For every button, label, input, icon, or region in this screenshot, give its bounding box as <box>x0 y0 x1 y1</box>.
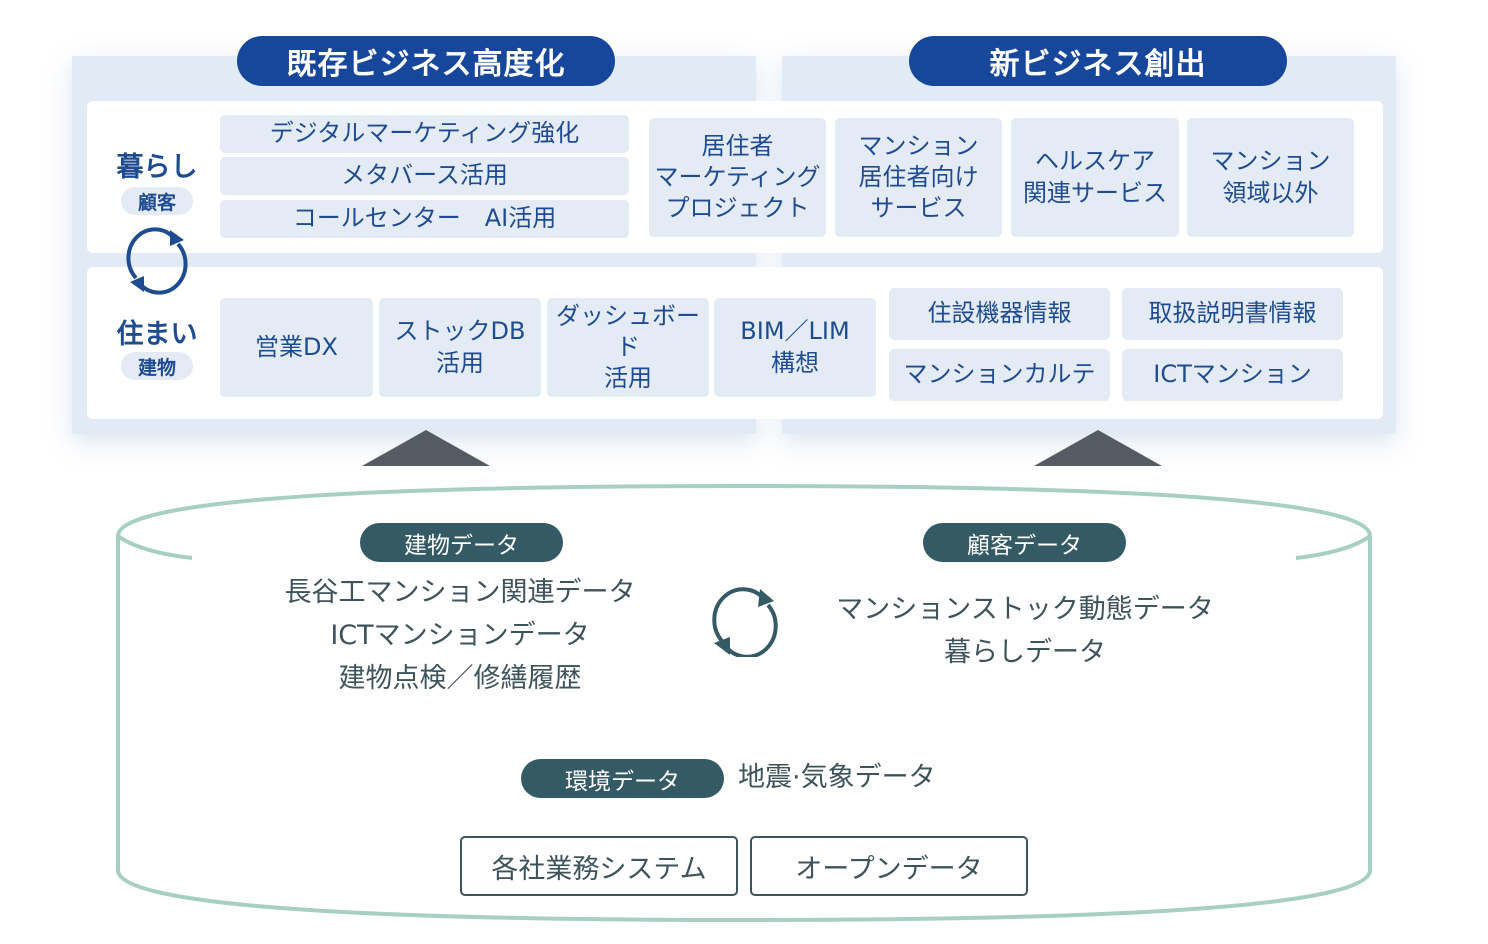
data-line: 暮らしデータ <box>944 637 1106 668</box>
source-open-data: オープンデータ <box>750 836 1028 896</box>
existing-business-title: 既存ビジネス高度化 <box>237 36 615 86</box>
living-cell: メタバース活用 <box>220 157 629 195</box>
housing-cell: ストックDB 活用 <box>379 298 541 397</box>
living-new-cell: 居住者 マーケティング プロジェクト <box>649 118 826 237</box>
up-arrow-left <box>362 430 490 466</box>
data-line: マンションストック動態データ <box>836 594 1214 625</box>
housing-new-cell: マンションカルテ <box>889 349 1110 401</box>
environment-data-tag: 環境データ <box>521 759 724 798</box>
living-cell: デジタルマーケティング強化 <box>220 115 629 153</box>
data-line: ICTマンションデータ <box>330 620 590 651</box>
living-label: 暮らし <box>116 152 198 183</box>
housing-label: 住まい <box>116 319 198 350</box>
building-data-list: 長谷工マンション関連データ ICTマンションデータ 建物点検／修繕履歴 <box>230 571 690 700</box>
customer-data-list: マンションストック動態データ 暮らしデータ <box>790 588 1260 674</box>
data-line: 建物点検／修繕履歴 <box>338 663 582 694</box>
customer-badge: 顧客 <box>121 187 193 215</box>
housing-new-cell: 住設機器情報 <box>889 288 1110 340</box>
up-arrows <box>362 430 1162 466</box>
customer-data-tag: 顧客データ <box>923 523 1126 562</box>
new-business-title: 新ビジネス創出 <box>909 36 1287 86</box>
up-arrow-right <box>1034 430 1162 466</box>
source-business-systems: 各社業務システム <box>460 836 738 896</box>
housing-new-cell: ICTマンション <box>1122 349 1343 401</box>
housing-cell: ダッシュボード 活用 <box>547 298 709 397</box>
building-data-tag: 建物データ <box>360 523 563 562</box>
building-badge: 建物 <box>121 352 193 380</box>
housing-cell: BIM／LIM 構想 <box>714 298 876 397</box>
living-new-cell: マンション 領域以外 <box>1187 118 1354 237</box>
living-new-cell: マンション 居住者向け サービス <box>835 118 1002 237</box>
sync-icon <box>712 587 778 657</box>
housing-new-cell: 取扱説明書情報 <box>1122 288 1343 340</box>
living-new-cell: ヘルスケア 関連サービス <box>1011 118 1179 237</box>
cycle-arrows-icon <box>126 227 188 295</box>
living-cell: コールセンター AI活用 <box>220 200 629 238</box>
housing-cell: 営業DX <box>220 298 373 397</box>
environment-data-text: 地震·気象データ <box>738 762 936 793</box>
database-cylinder <box>116 483 1372 923</box>
data-line: 長谷工マンション関連データ <box>284 577 636 608</box>
